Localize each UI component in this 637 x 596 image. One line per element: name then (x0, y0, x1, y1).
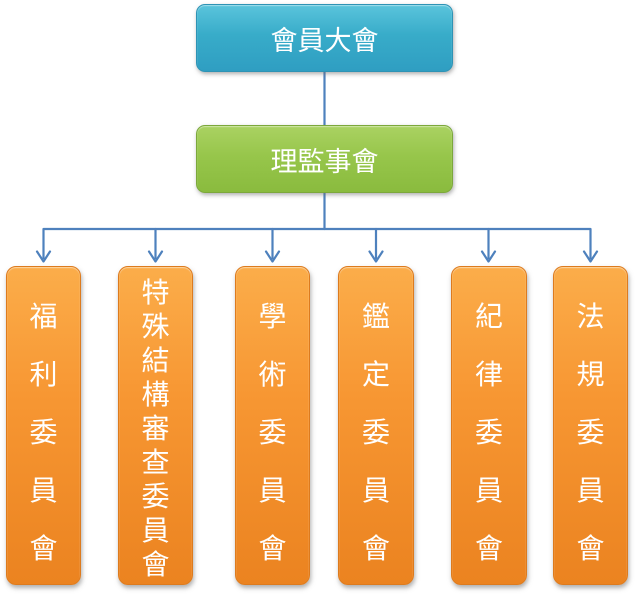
committee-char: 員 (141, 514, 170, 546)
committee-char: 結 (141, 344, 170, 376)
committee-char: 委 (361, 416, 390, 448)
arrowhead-icon (368, 250, 384, 263)
arrowhead-icon (480, 250, 497, 263)
committee-char: 委 (29, 416, 58, 448)
committee-char: 員 (576, 474, 605, 506)
node-board-label: 理監事會 (270, 146, 379, 177)
committee-char: 員 (29, 474, 58, 506)
committee-discipline-label: 紀律委員會 (452, 267, 526, 584)
committee-char: 規 (576, 358, 605, 390)
arrowhead-icon (582, 250, 599, 263)
committee-char: 員 (258, 474, 287, 506)
committee-regulations-label: 法規委員會 (554, 267, 627, 584)
committee-char: 殊 (141, 310, 170, 342)
node-committee-academic: 學術委員會 (235, 266, 310, 585)
committee-char: 福 (29, 300, 58, 332)
committee-char: 利 (29, 358, 58, 390)
committee-char: 會 (474, 532, 503, 564)
committee-academic-label: 學術委員會 (236, 267, 309, 584)
node-board: 理監事會 (196, 125, 453, 193)
node-general-assembly-label: 會員大會 (270, 25, 379, 56)
committee-char: 委 (258, 416, 287, 448)
committee-special-structure-review-label: 特殊結構審查委員會 (119, 267, 192, 584)
node-committee-special-structure-review: 特殊結構審查委員會 (118, 266, 193, 585)
arrowhead-icon (264, 250, 281, 263)
committee-char: 員 (361, 474, 390, 506)
node-committee-regulations: 法規委員會 (553, 266, 628, 585)
committee-welfare-label: 福利委員會 (7, 267, 80, 584)
committee-appraisal-label: 鑑定委員會 (339, 267, 413, 584)
committee-char: 查 (141, 446, 170, 478)
committee-char: 委 (474, 416, 503, 448)
committee-char: 會 (361, 532, 390, 564)
node-committee-welfare: 福利委員會 (6, 266, 81, 585)
committee-char: 審 (141, 412, 170, 444)
committee-char: 法 (576, 300, 605, 332)
committee-char: 術 (258, 358, 287, 390)
committee-char: 員 (474, 474, 503, 506)
committee-char: 會 (141, 548, 170, 580)
committee-char: 會 (576, 532, 605, 564)
committee-char: 律 (474, 358, 503, 390)
arrowhead-icon (35, 250, 52, 263)
committee-char: 鑑 (361, 300, 390, 332)
committee-char: 紀 (474, 300, 503, 332)
committee-char: 會 (29, 532, 58, 564)
node-committee-discipline: 紀律委員會 (451, 266, 527, 585)
committee-char: 會 (258, 532, 287, 564)
committee-char: 學 (258, 300, 287, 332)
committee-char: 構 (141, 378, 170, 410)
node-committee-appraisal: 鑑定委員會 (338, 266, 414, 585)
committee-char: 定 (361, 358, 390, 390)
committee-char: 委 (576, 416, 605, 448)
arrowhead-icon (147, 250, 164, 263)
node-general-assembly: 會員大會 (196, 4, 453, 72)
committee-char: 特 (141, 276, 170, 308)
connector-trunk (42, 227, 592, 260)
committee-char: 委 (141, 480, 170, 512)
